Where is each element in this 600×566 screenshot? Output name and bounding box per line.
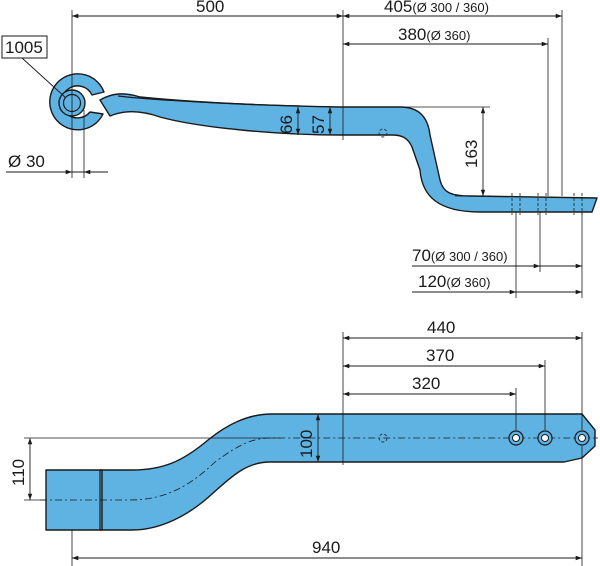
dim-text-57: 57	[309, 115, 328, 134]
dim-text-405: 405(Ø 300 / 360)	[384, 0, 489, 16]
part-number-label: 1005	[5, 38, 43, 57]
dim-text-100: 100	[297, 430, 316, 458]
mounting-hole-1-inner	[512, 434, 520, 442]
dim-text-370: 370	[426, 346, 454, 365]
mounting-hole-2-inner	[541, 434, 549, 442]
part-number-box	[1, 35, 48, 59]
dim-text-diam-30: Ø 30	[8, 152, 45, 171]
dim-text-70: 70(Ø 300 / 360)	[412, 246, 508, 265]
dim-text-120: 120(Ø 360)	[418, 272, 490, 291]
center-bolt-hole-top	[378, 433, 388, 443]
dim-text-163: 163	[462, 140, 481, 168]
leaf-top-edge	[117, 95, 301, 107]
dim-text-110: 110	[9, 459, 28, 486]
leaf-spring-side-profile	[99, 93, 598, 213]
dim-text-440: 440	[427, 318, 455, 337]
center-bolt-mark	[378, 128, 388, 138]
leaf-spring-top-profile	[99, 413, 596, 531]
dim-text-66: 66	[277, 115, 296, 134]
dim-text-500: 500	[196, 0, 224, 16]
dim-text-380: 380(Ø 360)	[398, 25, 470, 44]
top-view-centerline	[40, 437, 598, 501]
mounting-hole-3-inner	[578, 434, 586, 442]
spring-eye	[49, 73, 105, 131]
side-view: 1005 500 405(Ø 300 / 360) 380(Ø 360) 66 …	[1, 0, 598, 298]
top-view: 440 370 320 100 110 940	[9, 318, 598, 566]
dim-text-320: 320	[412, 374, 440, 393]
part-number-leader	[21, 57, 67, 99]
dim-text-940: 940	[312, 538, 340, 557]
